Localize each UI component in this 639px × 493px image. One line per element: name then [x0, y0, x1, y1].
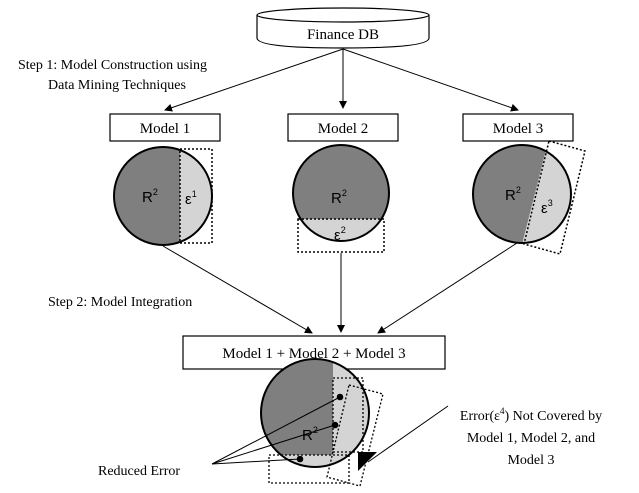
model1-r2: R2 — [142, 187, 158, 206]
model3-circle: R2 ε3 — [472, 140, 586, 255]
arrow-model3-integration — [377, 242, 518, 334]
step1-line2: Data Mining Techniques — [48, 78, 186, 93]
uncovered-error-line3: Model 3 — [507, 453, 554, 468]
uncovered-error-pointer — [367, 405, 449, 463]
step2-label: Step 2: Model Integration — [48, 295, 192, 310]
finance-db: Finance DB — [256, 7, 430, 49]
model3-r2: R2 — [505, 185, 521, 204]
finance-db-label: Finance DB — [307, 27, 379, 43]
model2-r2: R2 — [331, 188, 347, 207]
model1-box: Model 1 — [109, 113, 221, 142]
reduced-error-pointers — [211, 393, 344, 465]
model3-error: ε3 — [541, 198, 553, 217]
arrow-model1-integration — [162, 245, 313, 334]
model2-label: Model 2 — [318, 121, 368, 137]
arrow-db-model3 — [342, 48, 519, 112]
combined-error-box-2 — [268, 454, 350, 484]
step1-line1: Step 1: Model Construction using — [18, 58, 207, 73]
arrow-db-model1 — [164, 48, 344, 112]
uncovered-error-line1: Error(ε4) Not Covered by — [460, 406, 602, 424]
model3-label: Model 3 — [493, 121, 543, 137]
uncovered-error-triangle — [358, 452, 377, 471]
model3-error-box — [523, 140, 586, 255]
combined-circle: R2 — [260, 358, 384, 487]
model2-error-box — [297, 218, 385, 253]
model1-circle: R2 ε1 — [113, 146, 213, 246]
model1-error: ε1 — [185, 189, 197, 208]
db-arrows — [164, 48, 519, 112]
model3-box: Model 3 — [462, 113, 574, 142]
uncovered-error-line2: Model 1, Model 2, and — [467, 431, 595, 446]
model1-error-box — [179, 148, 213, 244]
integration-arrows — [162, 242, 518, 334]
model1-label: Model 1 — [140, 121, 190, 137]
combined-r2: R2 — [302, 425, 318, 444]
model2-error: ε2 — [334, 225, 346, 244]
integration-label: Model 1 + Model 2 + Model 3 — [222, 346, 405, 362]
model2-circle: R2 ε2 — [292, 144, 390, 253]
reduced-error-label: Reduced Error — [98, 464, 180, 479]
model2-box: Model 2 — [287, 113, 399, 142]
